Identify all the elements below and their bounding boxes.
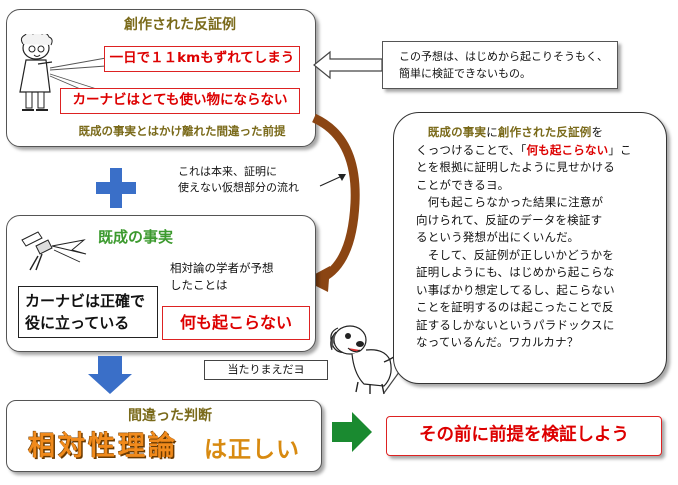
- explanation-line: そして、反証例が正しいかどうかを: [416, 247, 614, 262]
- prediction-note-box: この予想は、はじめから起こりそうもく、簡単に検証できないもの。: [382, 41, 618, 89]
- established-fact-title: 既成の事実: [98, 228, 174, 246]
- predict-caption-line-1: 相対論の学者が予想: [170, 261, 274, 275]
- explanation-line-2: くっつけることで、「何も起こらない」こ: [416, 142, 666, 160]
- satellite-icon: [21, 231, 87, 271]
- prediction-note-text: この予想は、はじめから起こりそうもく、簡単に検証できないもの。: [399, 50, 608, 80]
- relativity-big-text: 相対性理論: [28, 431, 178, 462]
- explanation-line-1: 既成の事実に創作された反証例を: [416, 124, 666, 142]
- speech-lines-icon: [49, 57, 107, 101]
- is-correct-text: は正しい: [204, 437, 300, 463]
- wrong-judgment-title: 間違った判断: [128, 408, 212, 424]
- explanation-line: るという発想が出にくいんだ。: [416, 230, 580, 244]
- predict-caption: 相対論の学者が予想 したことは: [170, 260, 274, 294]
- predict-caption-line-2: したことは: [170, 278, 228, 292]
- explanation-line: 向けられて、反証のデータを検証す: [416, 212, 603, 227]
- right-arrow-icon: [332, 412, 372, 452]
- explanation-line: なっているんだ。ワカルカナ？: [416, 335, 579, 349]
- plus-icon: [96, 168, 136, 208]
- dog-label: 当たりまえだヨ: [204, 360, 328, 380]
- explanation-text: 既成の事実に創作された反証例を くっつけることで、「何も起こらない」こ とを根拠…: [416, 124, 666, 352]
- virtual-flow-note: これは本来、証明に 使えない仮想部分の流れ: [178, 164, 348, 196]
- counterexample-box-1: 一日で１１kmもずれてしまう: [104, 46, 300, 72]
- explanation-particle-2: を: [591, 125, 604, 139]
- explanation-particle-1: に: [486, 125, 498, 139]
- car-navi-line-1: カーナビは正確で: [25, 292, 146, 310]
- dog-figure-icon: [330, 325, 401, 395]
- wrong-judgment-panel: [6, 400, 322, 472]
- small-pointer-arrow-icon: [319, 174, 346, 187]
- nothing-happens-box: 何も起こらない: [162, 306, 310, 340]
- virtual-flow-line-2: 使えない仮想部分の流れ: [178, 181, 299, 194]
- explanation-line: い事ばかり想定してるし、起こらない: [416, 282, 615, 297]
- explanation-line: 証明しようにも、はじめから起こらな: [416, 265, 615, 279]
- virtual-flow-line-1: これは本来、証明に: [178, 165, 277, 178]
- curved-brown-arrow-icon: [304, 113, 360, 292]
- explanation-bubble: [393, 112, 667, 384]
- counterexample-box-2: カーナビはとても使い物にならない: [60, 88, 300, 114]
- professor-figure-icon: [19, 34, 53, 111]
- verify-premise-box: その前に前提を検証しよう: [386, 416, 662, 456]
- explanation-line: 何も起こらなかった結果に注意が: [416, 195, 604, 209]
- explanation-line: ことができるヨ。: [416, 177, 510, 192]
- counterexample-title: 創作された反証例: [124, 17, 236, 33]
- wrong-premise-caption: 既成の事実とはかけ離れた間違った前提: [78, 124, 286, 138]
- down-arrow-icon: [88, 356, 132, 394]
- nothing-happens-highlight: 何も起こらない: [526, 142, 609, 157]
- explanation-line: とを根拠に証明したように見せかける: [416, 160, 615, 174]
- counterexample-panel: [6, 9, 316, 147]
- car-navi-accurate-box: カーナビは正確で 役に立っている: [18, 286, 158, 338]
- car-navi-line-2: 役に立っている: [25, 314, 130, 332]
- explanation-fragment-2: 」こ: [608, 142, 632, 157]
- counterexample-highlight: 創作された反証例: [497, 125, 592, 139]
- explanation-line: ことを証明するのは起こったことで反: [416, 300, 614, 314]
- explanation-fragment: くっつけることで、「: [416, 142, 527, 157]
- explanation-line: 証するしかないというパラドックスに: [416, 317, 615, 332]
- hollow-arrow-left-icon: [313, 50, 383, 80]
- established-fact-highlight: 既成の事実: [427, 125, 487, 139]
